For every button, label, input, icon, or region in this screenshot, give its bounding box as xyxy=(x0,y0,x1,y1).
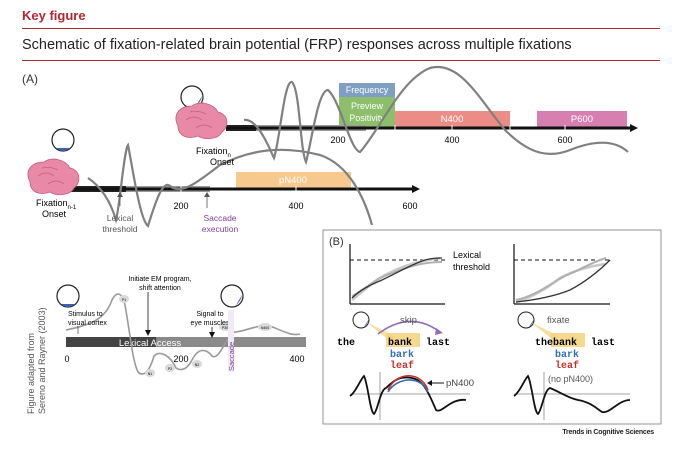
journal-credit: Trends in Cognitive Sciences xyxy=(562,429,654,436)
word-bark: bark xyxy=(555,349,579,361)
fixate-label: fixate xyxy=(547,315,570,326)
accumulator-curve xyxy=(351,257,443,299)
svg-text:P300: P300 xyxy=(222,326,230,330)
stimulus-label: Stimulus to xyxy=(68,311,103,318)
axis-n-tick: 200 xyxy=(330,135,345,145)
eye-icon xyxy=(220,284,244,308)
panel-b-label: (B) xyxy=(329,236,344,248)
svg-text:P1: P1 xyxy=(122,298,126,302)
lexical-threshold-label: Lexical xyxy=(453,250,481,260)
preview-positivity-window xyxy=(339,97,395,127)
fixation-n-timeline: Frequency Preview Positivity N400 P600 2… xyxy=(175,65,638,167)
eye-icon xyxy=(56,284,80,308)
svg-text:N1: N1 xyxy=(148,372,153,376)
frp-waveform-n xyxy=(243,65,629,166)
pn400-window xyxy=(236,172,351,188)
accumulator-curve xyxy=(515,259,611,303)
bump-n400 xyxy=(258,323,272,331)
word-the: the xyxy=(535,337,553,349)
inset-waveform xyxy=(65,293,301,375)
pn400-label: pN400 xyxy=(279,175,307,186)
bump-n1 xyxy=(145,369,155,377)
axis-n1-tick: 400 xyxy=(288,201,303,211)
eye-icon xyxy=(352,311,370,329)
word-bank: bank xyxy=(388,337,412,349)
lexical-access-label: Lexical Access xyxy=(119,338,182,349)
frp-waveform-n1 xyxy=(87,142,374,228)
erp-waveform-skip xyxy=(349,374,467,416)
panel-a-label: (A) xyxy=(22,72,38,86)
word-last: last xyxy=(426,337,450,349)
highlight xyxy=(551,333,585,347)
inset-tick: 400 xyxy=(289,354,304,364)
fixation-n1-onset: Onset xyxy=(42,209,67,219)
key-figure-kicker: Key figure xyxy=(22,8,86,23)
pn400-annotation: pN400 xyxy=(446,378,474,389)
axis-n1-tick: 200 xyxy=(173,201,188,211)
saccade-vertical-label: Saccade xyxy=(227,342,236,371)
highlight xyxy=(386,333,420,347)
inset-tick: 0 xyxy=(64,354,69,364)
no-pn400-annotation: (no pN400) xyxy=(548,374,593,384)
svg-text:N2: N2 xyxy=(195,363,200,367)
lexical-threshold-label: threshold xyxy=(453,262,490,272)
brain-icon xyxy=(175,102,228,140)
sereno-rayner-inset: Figure adapted from Sereno and Rayner (2… xyxy=(26,276,306,414)
svg-text:N400: N400 xyxy=(261,326,269,330)
inset-caption: Figure adapted from xyxy=(26,333,36,414)
brain-icon xyxy=(27,158,80,196)
fixation-n1-timeline: pN400 200 400 600 Fixationn-1 Onset Lexi… xyxy=(27,128,420,234)
panel-b-frame xyxy=(322,229,662,425)
saccade-execution-label: Saccade xyxy=(203,213,236,223)
bump-n2 xyxy=(192,360,202,368)
word-leaf: leaf xyxy=(555,360,579,372)
word-the: the xyxy=(337,337,355,349)
bump-p2 xyxy=(165,364,175,372)
axis-n-tick: 400 xyxy=(444,135,459,145)
axis-n1-tick: 600 xyxy=(402,201,417,211)
p600-label: P600 xyxy=(571,114,593,125)
initiate-em-label: Initiate EM program, xyxy=(128,276,191,283)
frequency-window xyxy=(339,83,395,97)
panel-b: (B) Lexical threshold skip the bank last… xyxy=(322,229,662,425)
initiate-em-label: shift attention xyxy=(139,285,181,292)
lexical-threshold-label: threshold xyxy=(103,224,138,234)
bump-p1 xyxy=(119,295,129,303)
n400-label: N400 xyxy=(441,114,464,125)
top-rule xyxy=(22,28,660,29)
signal-eye-muscles-label: Signal to xyxy=(196,311,223,318)
eye-icon xyxy=(51,128,75,152)
title-rule xyxy=(22,60,660,61)
word-bank: bank xyxy=(553,337,577,349)
saccade-execution-label: execution xyxy=(202,224,239,234)
axis-n-tick: 600 xyxy=(557,135,572,145)
word-bark: bark xyxy=(390,349,414,361)
word-leaf: leaf xyxy=(390,360,414,372)
word-last: last xyxy=(591,337,615,349)
lexical-threshold-label: Lexical xyxy=(107,213,134,223)
signal-eye-muscles-label: eye muscles xyxy=(191,320,230,327)
preview-positivity-label: Preview xyxy=(351,101,384,111)
figure-title: Schematic of fixation-related brain pote… xyxy=(22,37,572,53)
eye-icon xyxy=(517,311,535,329)
fixation-n-label: Fixationn xyxy=(196,146,231,159)
n400-window xyxy=(395,111,510,127)
skip-label: skip xyxy=(400,315,417,326)
inset-caption: Sereno and Rayner (2003) xyxy=(37,307,47,414)
svg-text:P2: P2 xyxy=(168,367,172,371)
inset-tick: 200 xyxy=(173,354,188,364)
stimulus-label: visual cortex xyxy=(68,320,107,327)
frequency-label: Frequency xyxy=(346,85,389,95)
p600-window xyxy=(537,111,627,127)
fixation-n1-label: Fixationn-1 xyxy=(36,198,77,211)
skip-arc xyxy=(377,320,441,335)
preview-positivity-label: Positivity xyxy=(349,113,385,123)
fixation-n-onset: Onset xyxy=(210,157,235,167)
erp-waveform-fixate xyxy=(513,374,631,416)
lexical-access-bar xyxy=(66,337,306,347)
